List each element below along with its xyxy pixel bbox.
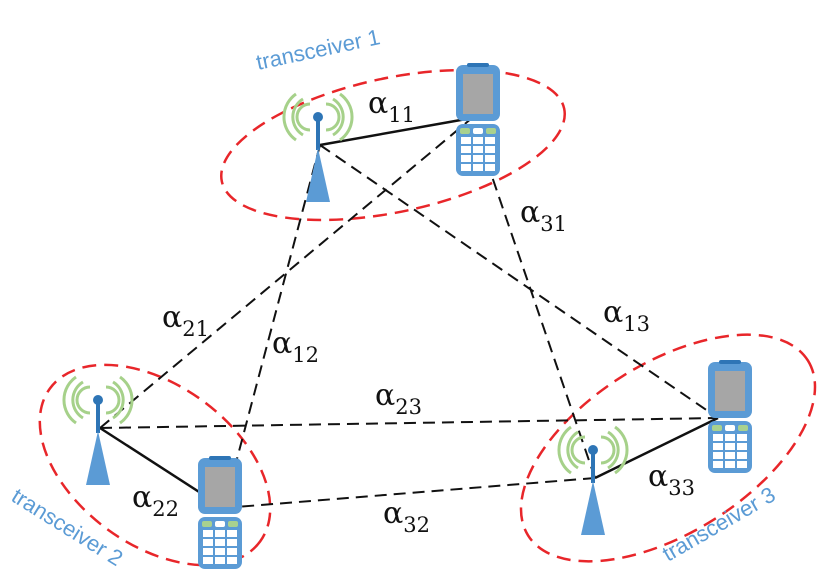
transceiver-1-label: transceiver 1 (254, 24, 382, 75)
link-23-line (99, 417, 719, 429)
alpha-12-label: α12 (272, 326, 319, 367)
link-33-line (594, 416, 719, 480)
link-21-line (99, 117, 473, 429)
alpha-21-label: α21 (162, 300, 209, 341)
alpha-32-label: α32 (383, 496, 430, 537)
transceiver-1-boundary (220, 68, 566, 222)
alpha-22-label: α22 (132, 480, 179, 521)
transceiver-2-boundary (38, 363, 272, 567)
link-12-line (223, 144, 321, 509)
alpha-11-label: α11 (368, 86, 415, 127)
transceiver-3-boundary (519, 333, 817, 563)
link-11-line (319, 116, 473, 147)
alpha-13-label: α13 (603, 295, 650, 336)
alpha-31-label: α31 (520, 195, 567, 236)
cell-tower-icon (281, 92, 355, 204)
link-31-line (471, 117, 596, 479)
link-32-line (223, 477, 596, 509)
transceiver-2-label: transceiver 2 (7, 483, 127, 571)
mobile-phone-icon (197, 455, 243, 570)
cell-tower-icon (61, 375, 135, 487)
alpha-23-label: α23 (375, 378, 422, 419)
mobile-phone-icon (707, 359, 753, 474)
alpha-33-label: α33 (648, 459, 695, 500)
mobile-phone-icon (455, 62, 501, 177)
